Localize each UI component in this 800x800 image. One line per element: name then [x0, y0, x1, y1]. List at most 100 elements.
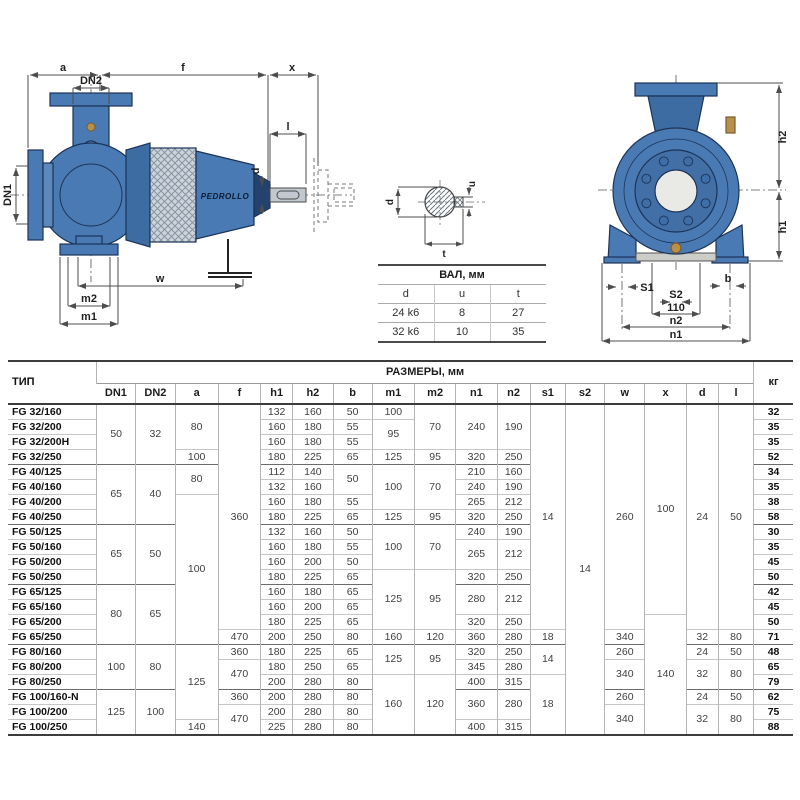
- cell-h1: 180: [260, 659, 293, 675]
- cell-h2: 225: [292, 449, 333, 465]
- cell-l: 50: [717, 689, 754, 705]
- col-header-h2: h2: [292, 383, 333, 404]
- cell-s1: 18: [529, 674, 566, 735]
- cell-h2: 180: [292, 434, 333, 450]
- pump-front-view-drawing: h2 h1 S1 S2 b 110 n2 n1: [598, 75, 789, 344]
- cell-m1: 125: [371, 449, 415, 465]
- cell-n1: 320: [455, 644, 497, 660]
- cell-kg: 50: [753, 614, 793, 630]
- cell-kg: 50: [753, 569, 793, 585]
- cell-b: 50: [332, 524, 373, 540]
- cell-h1: 200: [260, 704, 293, 720]
- cell-b: 55: [332, 539, 373, 555]
- cell-h2: 225: [292, 644, 333, 660]
- cell-d: 24: [685, 403, 719, 630]
- cell-h2: 280: [292, 704, 333, 720]
- cell-kg: 45: [753, 599, 793, 615]
- cell-kg: 45: [753, 554, 793, 570]
- shaft-cell: 27: [489, 303, 546, 323]
- pump-body-side: [27, 92, 307, 256]
- shaft-cell: 10: [433, 322, 490, 341]
- cell-h1: 180: [260, 614, 293, 630]
- motor-removal-ghost: [313, 158, 355, 235]
- cell-b: 65: [332, 614, 373, 630]
- cell-d: 32: [685, 704, 719, 735]
- cell-h2: 225: [292, 614, 333, 630]
- cell-l: 50: [717, 403, 754, 630]
- cell-kg: 52: [753, 449, 793, 465]
- cell-dn2: 50: [135, 524, 176, 585]
- row-type: FG 100/160-N: [8, 689, 97, 705]
- cell-n2: 280: [496, 659, 531, 675]
- cell-b: 80: [332, 674, 373, 690]
- cell-n2: 315: [496, 719, 531, 735]
- dim-shaft-d: d: [385, 199, 396, 205]
- cell-dn2: 32: [135, 403, 176, 465]
- cell-n2: 190: [496, 524, 531, 540]
- col-header-b: b: [332, 383, 373, 404]
- shaft-keyway: [276, 190, 300, 200]
- cell-w: 260: [604, 644, 645, 660]
- cell-d: 32: [685, 629, 719, 645]
- cell-b: 65: [332, 659, 373, 675]
- cell-b: 65: [332, 449, 373, 465]
- col-header-d: d: [685, 383, 719, 404]
- cell-n1: 265: [455, 494, 497, 510]
- cell-m1: 100: [371, 403, 415, 420]
- cell-b: 65: [332, 599, 373, 615]
- cell-h2: 180: [292, 419, 333, 435]
- cell-n1: 240: [455, 403, 497, 450]
- cell-w: 260: [604, 689, 645, 705]
- dim-d-side: d: [250, 168, 262, 175]
- row-type: FG 40/160: [8, 479, 97, 495]
- cell-h1: 180: [260, 644, 293, 660]
- cell-b: 80: [332, 629, 373, 645]
- cell-n1: 400: [455, 719, 497, 735]
- col-header-n1: n1: [455, 383, 497, 404]
- cell-n1: 265: [455, 539, 497, 570]
- brass-plug-front: [725, 116, 736, 134]
- shaft-section-circle: [424, 186, 456, 218]
- cell-kg: 48: [753, 644, 793, 660]
- cell-b: 55: [332, 419, 373, 435]
- right-foot-pad: [711, 256, 749, 264]
- suction-flange: [27, 149, 44, 241]
- dim-110: 110: [667, 302, 685, 314]
- dim-shaft-u: u: [467, 181, 478, 187]
- cell-n2: 250: [496, 614, 531, 630]
- cell-h1: 180: [260, 449, 293, 465]
- cell-h2: 180: [292, 539, 333, 555]
- shaft-cell: 8: [433, 303, 490, 323]
- row-type: FG 32/200: [8, 419, 97, 435]
- cell-n2: 190: [496, 479, 531, 495]
- lantern-bracket: [125, 142, 151, 248]
- cell-n1: 400: [455, 674, 497, 690]
- row-type: FG 32/200H: [8, 434, 97, 450]
- cell-h2: 280: [292, 689, 333, 705]
- cell-n1: 210: [455, 464, 497, 480]
- dim-s1: S1: [640, 282, 653, 294]
- cell-kg: 35: [753, 539, 793, 555]
- row-type: FG 50/200: [8, 554, 97, 570]
- cell-h2: 250: [292, 659, 333, 675]
- row-type: FG 32/160: [8, 403, 97, 420]
- cell-f: 360: [217, 644, 261, 660]
- dim-n2: n2: [670, 315, 683, 327]
- dim-shaft-t: t: [442, 249, 446, 260]
- cell-b: 65: [332, 584, 373, 600]
- col-header-a: a: [174, 383, 219, 404]
- col-header-x: x: [644, 383, 687, 404]
- motor-fins: [149, 147, 197, 243]
- cell-dn1: 65: [96, 524, 136, 585]
- col-header-f: f: [217, 383, 261, 404]
- shaft-section-drawing: d u t: [385, 180, 485, 260]
